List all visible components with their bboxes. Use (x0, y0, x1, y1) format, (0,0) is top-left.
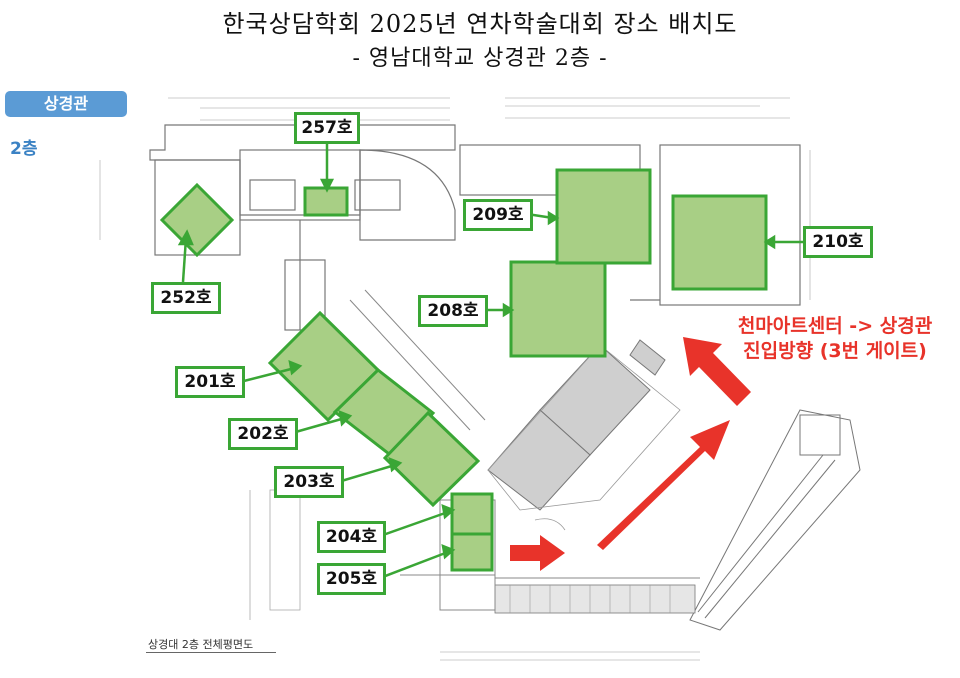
label-room-208: 208호 (418, 295, 488, 327)
building-outline (149, 124, 456, 331)
red-arrow-middle (597, 420, 730, 550)
label-room-204: 204호 (317, 521, 386, 553)
room-205-shape (450, 532, 494, 572)
highlighted-rooms (159, 168, 768, 572)
room-257-shape (303, 186, 349, 217)
entrance-arrows (510, 337, 751, 571)
label-room-210: 210호 (803, 226, 873, 258)
dimension-lines (99, 97, 811, 661)
page-subtitle: - 영남대학교 상경관 2층 - (352, 46, 608, 71)
label-room-203: 203호 (274, 466, 344, 498)
page-title: 한국상담학회 2025년 연차학술대회 장소 배치도 (222, 10, 738, 38)
room-203-shape (382, 410, 481, 508)
red-arrow-small (510, 535, 565, 571)
label-room-201: 201호 (175, 366, 245, 398)
label-room-257: 257호 (294, 112, 360, 144)
label-room-252: 252호 (151, 282, 221, 314)
entrance-note-line2: 진입방향 (3번 게이트) (743, 340, 927, 362)
label-room-202: 202호 (228, 418, 298, 450)
room-201-shape (267, 310, 381, 423)
room-210-shape (671, 194, 768, 291)
plan-caption: 상경대 2층 전체평면도 (148, 638, 254, 651)
room-208-shape (509, 260, 607, 358)
gray-room (629, 339, 666, 376)
label-room-205: 205호 (317, 563, 386, 595)
lower-strip (494, 584, 696, 614)
lower-right-wing (689, 409, 861, 631)
caption-underline (146, 652, 276, 653)
room-252-shape (159, 182, 235, 258)
floor-label: 2층 (10, 139, 38, 159)
room-209-shape (555, 168, 652, 265)
red-arrow-upper (683, 337, 751, 406)
building-badge: 상경관 (5, 91, 127, 117)
gray-rooms (487, 339, 666, 511)
entrance-note: 천마아트센터 -> 상경관 진입방향 (3번 게이트) (712, 314, 958, 364)
entrance-note-line1: 천마아트센터 -> 상경관 (737, 315, 933, 337)
gray-room (487, 409, 591, 511)
room-204-shape (450, 492, 494, 536)
label-room-209: 209호 (463, 199, 533, 231)
diagonal-corridor (349, 289, 486, 431)
